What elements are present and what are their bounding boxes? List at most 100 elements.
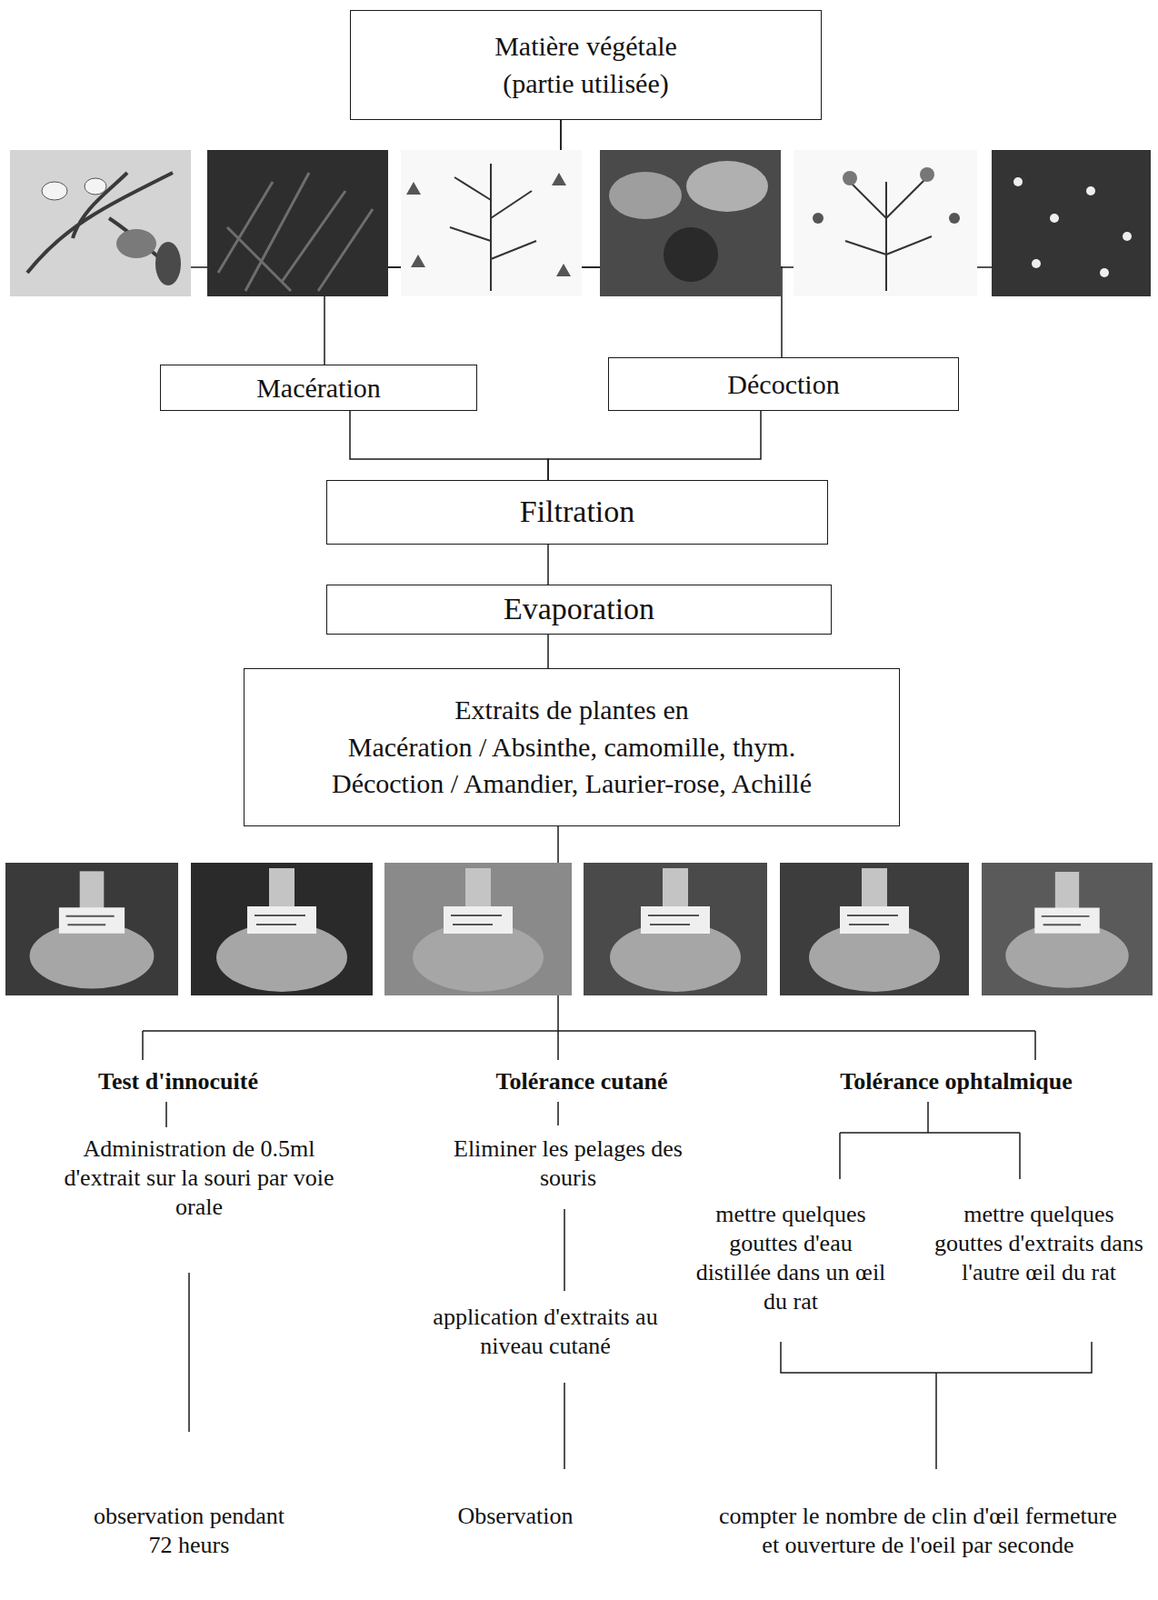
plant-photo (9, 149, 191, 297)
step-text: compter le nombre de clin d'œil fermetur… (718, 1501, 1119, 1560)
box-text: Evaporation (503, 590, 655, 629)
flower-dot (1086, 186, 1096, 196)
box-text: Filtration (519, 493, 636, 531)
photo-ground (400, 149, 582, 297)
flower-cluster (686, 160, 769, 212)
step-text: application d'extraits au niveau cutané (418, 1302, 673, 1361)
flower-cluster (608, 171, 682, 220)
process-box: Décoction (608, 357, 959, 411)
fruit-drawing (116, 229, 157, 259)
tree-line (557, 1030, 560, 1060)
photo-ground (583, 862, 768, 996)
box-text: Macération / Absinthe, camomille, thym. (348, 728, 796, 767)
process-box: Filtration (326, 479, 829, 545)
flower-dot (1013, 177, 1023, 187)
flask (29, 870, 155, 989)
box-text: Décoction (727, 368, 839, 401)
process-box: Macération (159, 364, 478, 411)
flask-photo (190, 862, 373, 996)
plant-drawing (845, 177, 932, 291)
leaf-texture (218, 172, 373, 291)
photo-ground (599, 149, 781, 297)
plant-photo (400, 149, 582, 297)
flask-photo (981, 862, 1153, 996)
photo-ground (5, 862, 179, 996)
plant-photo (793, 149, 978, 297)
flask-photo (384, 862, 572, 996)
flower-dot (1122, 231, 1132, 241)
photo-ground (207, 149, 389, 297)
photo-ground (793, 149, 978, 297)
step-text: Administration de 0.5ml d'extrait sur la… (49, 1134, 350, 1222)
photo-ground (190, 862, 373, 996)
branch-drawing (27, 172, 178, 273)
flask (808, 868, 940, 992)
flask (609, 868, 741, 992)
flower-dot (1099, 268, 1109, 278)
box-text: Extraits de plantes en (454, 691, 689, 729)
flower-drawing (919, 167, 935, 182)
box-text: Matière végétale (partie utilisée) (463, 28, 709, 102)
detail-drawing (812, 212, 824, 224)
flower-dot (1049, 213, 1059, 223)
flow-connector (560, 119, 782, 358)
step-text: observation pendant 72 heurs (79, 1501, 299, 1560)
photo-ground (779, 862, 969, 996)
flower-drawing (41, 181, 68, 200)
tree-line (935, 1372, 938, 1469)
tree-line (557, 995, 560, 1031)
tree-line (188, 1272, 190, 1432)
test-heading: Test d'innocuité (32, 1067, 324, 1097)
tree-line (557, 1101, 560, 1126)
detail-drawing (948, 212, 960, 224)
photo-ground (384, 862, 572, 996)
flask (216, 868, 348, 992)
flower-drawing (842, 170, 858, 186)
flask (1005, 871, 1129, 989)
tree-line (838, 1132, 841, 1179)
photo-ground (9, 149, 191, 297)
tree-line (1018, 1132, 1021, 1179)
tree-line (142, 1029, 1036, 1032)
plant-photo (207, 149, 389, 297)
shadow (663, 227, 719, 282)
tree-line (563, 1382, 566, 1469)
tree-line (165, 1101, 168, 1128)
flask-photo (5, 862, 179, 996)
flask (412, 868, 544, 992)
photo-ground (991, 149, 1151, 297)
flow-connector (349, 410, 549, 480)
box-text: Macération (256, 371, 381, 405)
box-text: Décoction / Amandier, Laurier-rose, Achi… (331, 765, 812, 803)
tree-line (1034, 1030, 1037, 1060)
flow-connector (547, 634, 550, 669)
flower-dot (1031, 259, 1041, 269)
flow-connector (548, 410, 761, 480)
bracket (780, 1341, 1092, 1373)
source-box: Matière végétale (partie utilisée) (349, 9, 822, 120)
step-text: Eliminer les pelages des souris (445, 1134, 691, 1193)
step-text: mettre quelques gouttes d'extraits dans … (933, 1199, 1145, 1288)
plant-drawing (449, 163, 537, 291)
flask-photo (779, 862, 969, 996)
flask-photo (583, 862, 768, 996)
plant-photo (599, 149, 781, 297)
tree-line (141, 1030, 144, 1060)
leaf-drawing (155, 241, 181, 286)
result-box: Extraits de plantes enMacération / Absin… (243, 668, 900, 827)
photo-ground (981, 862, 1153, 996)
step-text: Observation (424, 1501, 607, 1531)
plant-photo (991, 149, 1151, 297)
detail-drawing (406, 172, 571, 277)
process-box: Evaporation (326, 584, 832, 635)
tree-line (927, 1101, 929, 1133)
tree-line (557, 826, 560, 863)
flower-drawing (84, 178, 107, 195)
tree-line (563, 1208, 566, 1291)
flow-connector (547, 544, 550, 585)
tree-line (839, 1131, 1020, 1134)
step-text: mettre quelques gouttes d'eau distillée … (693, 1199, 889, 1317)
test-heading: Tolérance cutané (445, 1067, 719, 1097)
test-heading: Tolérance ophtalmique (801, 1067, 1111, 1097)
